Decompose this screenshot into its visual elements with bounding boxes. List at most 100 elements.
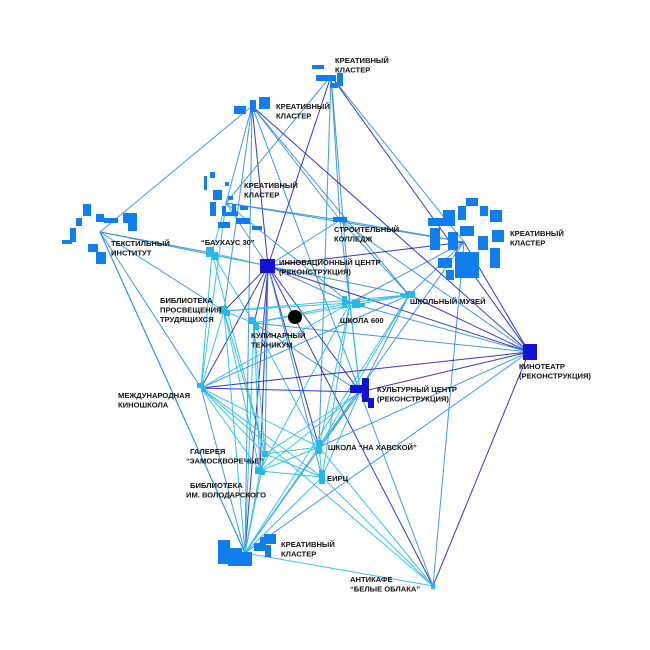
connection-n1-n6 [330, 75, 341, 221]
building-cultural-center [350, 378, 374, 408]
connection-n8-n19 [267, 265, 323, 478]
building-creative-cluster-upper [234, 97, 270, 114]
connection-n14-n15 [200, 387, 361, 393]
connection-n9-n13 [408, 294, 530, 353]
connections-layer [99, 75, 530, 587]
connection-n12-n18 [253, 322, 266, 455]
connection-n1-n7 [330, 75, 465, 243]
connection-n8-n10 [223, 265, 269, 312]
connection-n2-n10 [223, 105, 253, 312]
connection-n4-n12 [211, 252, 255, 324]
connection-n9-n10 [223, 294, 410, 312]
connection-n9-n20 [244, 294, 410, 554]
connection-n12-n13 [253, 322, 530, 353]
building-creative-cluster-top [312, 65, 343, 88]
connection-n3-n7 [225, 202, 465, 243]
connection-n6-n8 [267, 219, 341, 267]
building-innovation-center [260, 259, 275, 273]
connection-n11-n14 [200, 302, 351, 389]
connection-n4-n14 [200, 252, 213, 389]
building-bauhaus-30 [206, 247, 218, 260]
building-zamoskvorechye-gallery [255, 467, 265, 475]
connection-n1-n11 [330, 75, 351, 304]
connection-n20-n21 [244, 552, 434, 587]
connection-n7-n9 [408, 241, 465, 296]
label-school-khavskaya: ШКОЛА “НА ХАВСКОЙ” [328, 443, 417, 452]
connection-n11-n12 [253, 302, 351, 324]
connection-n8-n17 [267, 265, 320, 448]
connection-n6-n13 [339, 219, 530, 353]
connection-n2-n15 [251, 105, 361, 393]
connection-n5-n14 [99, 231, 202, 389]
building-construction-college [333, 217, 347, 222]
connection-n6-n9 [339, 219, 410, 296]
connection-n13-n15 [359, 351, 530, 393]
building-eirc [319, 470, 325, 484]
connection-n10-n11 [223, 302, 351, 312]
connection-n5-n20 [99, 231, 246, 554]
label-anticafe-white-clouds: АНТИКАФЕ“БЕЛЫЕ ОБЛАКА” [350, 575, 420, 594]
connection-n14-n16 [200, 387, 261, 472]
connection-n2-n13 [251, 105, 530, 353]
connection-n15-n19 [321, 391, 361, 478]
building-culinary-college [249, 317, 259, 330]
connection-n8-n18 [264, 265, 269, 455]
connection-n13-n17 [318, 351, 530, 448]
connection-n2-n8 [251, 105, 269, 267]
connection-n15-n16 [259, 391, 361, 472]
connection-n18-n19 [264, 453, 323, 478]
connection-n9-n12 [253, 294, 410, 324]
connection-n5-n4 [99, 231, 213, 254]
building-school-khavskaya [316, 440, 322, 454]
building-creative-cluster-right [428, 198, 504, 280]
connection-n1-n8 [267, 75, 332, 267]
building-school-600 [342, 296, 365, 308]
connection-n4-n8 [211, 252, 269, 267]
label-innovation-center: ИННОВАЦИОННЫЙ ЦЕНТР(РЕКОНСТРУКЦИЯ) [279, 258, 381, 277]
connection-n9-n17 [318, 294, 410, 448]
connection-n2-n20 [244, 105, 253, 554]
connection-n1-n13 [330, 75, 530, 353]
label-bauhaus-30: “БАУХАУС 30” [201, 238, 255, 247]
connection-n2-n9 [251, 105, 410, 296]
connection-n8-n16 [259, 265, 269, 472]
connection-n2-n6 [251, 105, 341, 221]
connection-n1-n17 [318, 75, 332, 448]
connection-n17-n20 [244, 446, 320, 554]
connection-n14-n19 [200, 387, 323, 478]
connection-n19-n21 [321, 476, 434, 587]
connection-n12-n15 [253, 322, 361, 393]
connection-n8-n14 [200, 265, 269, 389]
building-international-film-school [197, 383, 206, 392]
connection-n8-n9 [267, 265, 410, 296]
connection-n4-n18 [211, 252, 266, 455]
connection-n5-n10 [99, 231, 225, 312]
label-school-600: ШКОЛА 600 [340, 316, 384, 325]
connection-n3-n14 [200, 202, 227, 389]
connection-n19-n20 [244, 476, 323, 554]
connection-n17-n21 [318, 446, 434, 587]
connection-n14-n21 [200, 387, 434, 587]
building-textile-institute [62, 204, 137, 264]
connection-n11-n15 [349, 302, 361, 393]
building-creative-cluster-bottom [218, 534, 276, 566]
connection-n8-n11 [267, 265, 351, 304]
connection-n13-n11 [349, 302, 530, 353]
connection-n10-n16 [223, 310, 261, 472]
connection-n15-n21 [359, 391, 434, 587]
connection-n13-n21 [432, 351, 530, 587]
connection-n9-n15 [359, 294, 410, 393]
connection-n7-n11 [349, 241, 465, 304]
connection-n6-n7 [339, 219, 465, 243]
